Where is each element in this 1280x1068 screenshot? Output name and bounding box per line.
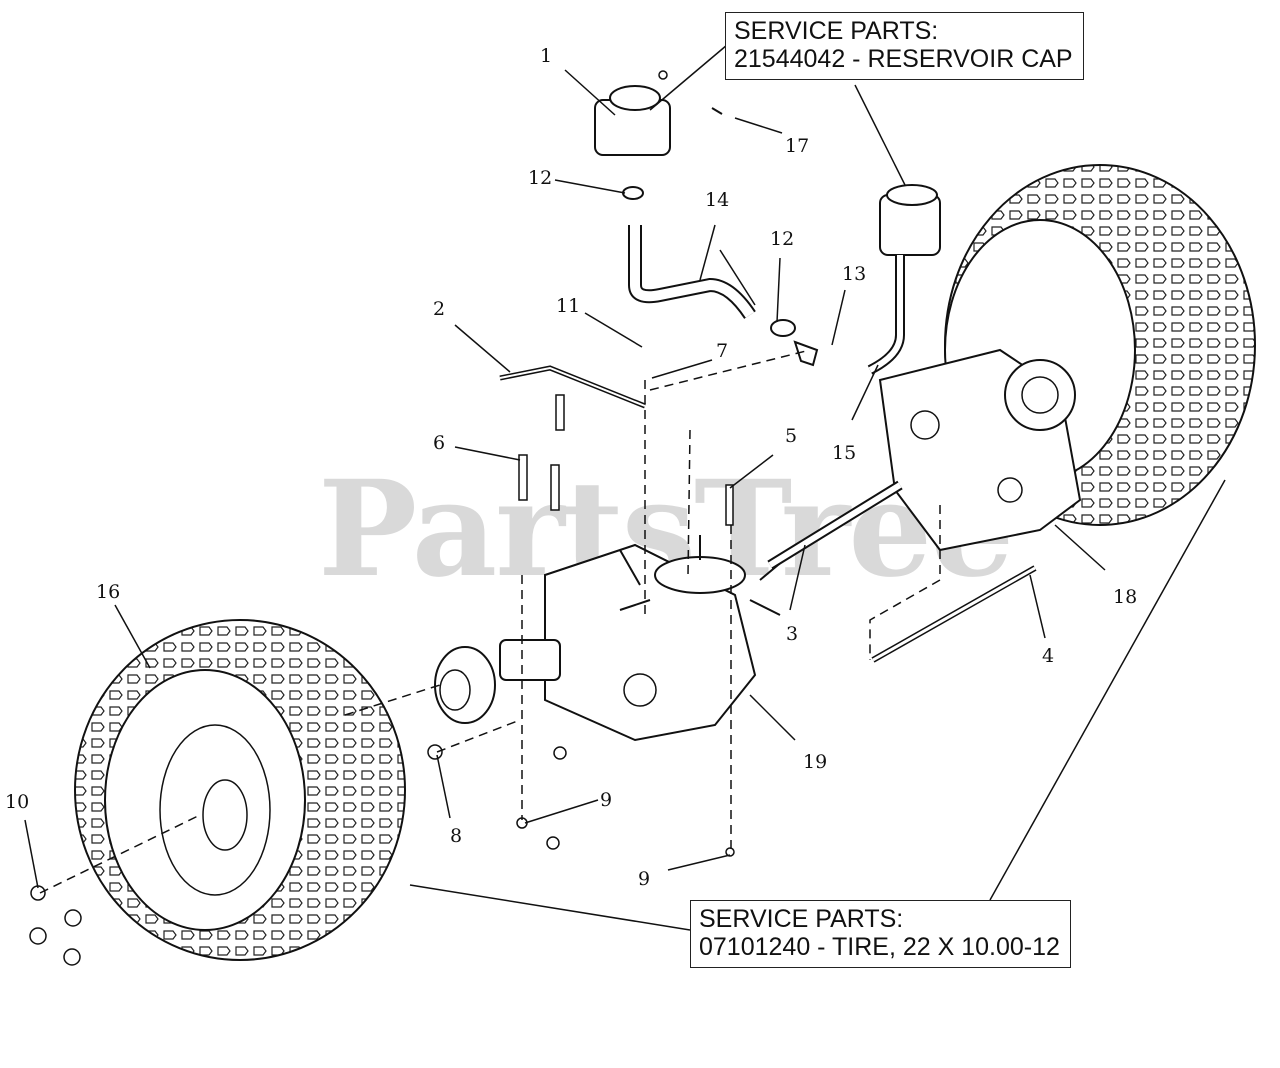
label-19: 19 [803, 751, 827, 773]
label-17: 17 [785, 135, 809, 157]
bolt-6b [550, 464, 560, 511]
reservoir-cap-callout: SERVICE PARTS: 21544042 - RESERVOIR CAP [725, 12, 1084, 80]
label-4: 4 [1042, 645, 1054, 667]
right-transaxle [878, 348, 1082, 552]
label-6: 6 [433, 432, 445, 454]
reservoir-callout-part: 21544042 - RESERVOIR CAP [734, 45, 1073, 73]
label-12b: 12 [770, 228, 794, 250]
label-8: 8 [450, 825, 462, 847]
label-13: 13 [842, 263, 866, 285]
label-18: 18 [1113, 586, 1137, 608]
label-16: 16 [96, 581, 120, 603]
label-9a: 9 [600, 789, 612, 811]
cotter-pin-17 [711, 107, 723, 115]
label-7: 7 [716, 340, 728, 362]
lug-nuts [29, 744, 735, 966]
hose-clamp-upper [622, 186, 644, 200]
label-14: 14 [705, 189, 729, 211]
label-1: 1 [540, 45, 552, 67]
label-3: 3 [786, 623, 798, 645]
leader-lines [24, 44, 1226, 931]
left-transaxle [434, 535, 791, 742]
hose-clamp-lower [770, 319, 796, 337]
label-2: 2 [433, 298, 445, 320]
label-5: 5 [785, 425, 797, 447]
tire-callout-heading: SERVICE PARTS: [699, 905, 904, 933]
bolt-5 [725, 484, 734, 526]
label-11: 11 [556, 295, 580, 317]
right-reservoir [867, 184, 941, 375]
part-number-labels: 1 2 3 4 5 6 7 8 9 9 9 10 11 12 12 13 14 … [5, 45, 1137, 890]
label-9b: 9 [638, 868, 650, 890]
left-reservoir [594, 70, 671, 156]
assembly-dashed-lines [39, 349, 941, 894]
label-10: 10 [5, 791, 29, 813]
label-12a: 12 [528, 167, 552, 189]
left-tire [74, 619, 406, 961]
bolt-6a [518, 454, 528, 501]
reservoir-callout-heading: SERVICE PARTS: [734, 17, 939, 45]
rod-bolt [555, 394, 565, 431]
tire-callout-part: 07101240 - TIRE, 22 X 10.00-12 [699, 933, 1060, 961]
elbow-fitting [793, 340, 819, 367]
label-15: 15 [832, 442, 856, 464]
tire-callout: SERVICE PARTS: 07101240 - TIRE, 22 X 10.… [690, 900, 1071, 968]
